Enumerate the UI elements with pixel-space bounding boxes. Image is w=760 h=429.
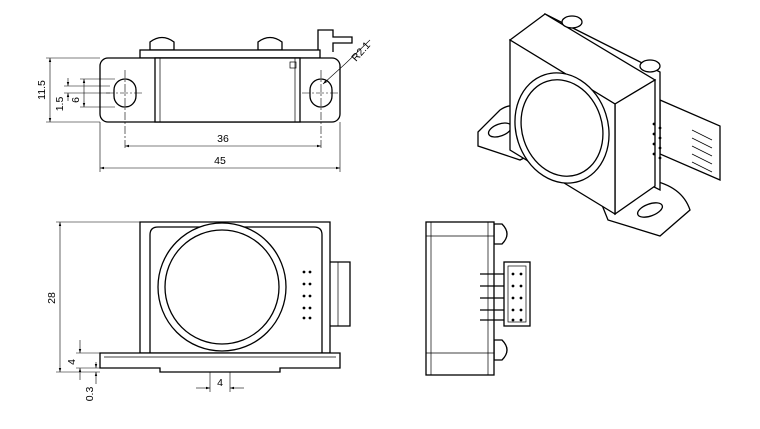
- iso-pin-dots: [652, 122, 662, 160]
- iso-sensor-window-outer: [514, 72, 610, 184]
- front-sensor-window-inner: [164, 229, 280, 345]
- dim-4-slot: 4: [217, 377, 223, 389]
- dim-36: 36: [217, 133, 229, 145]
- top-screw-left: [149, 36, 175, 51]
- side-screw-bottom: [493, 339, 508, 361]
- top-screw-right: [257, 36, 283, 51]
- front-view: 28 4 0.3 4: [46, 221, 351, 402]
- iso-hole-right: [636, 202, 664, 218]
- dim-45: 45: [214, 155, 226, 167]
- front-connector-bracket: [330, 261, 351, 327]
- top-view: 11.5 1.5 6 36 45 R2.1: [36, 29, 373, 172]
- side-body: [425, 221, 495, 376]
- dim-4-base: 4: [66, 359, 78, 365]
- dim-6: 6: [70, 97, 82, 103]
- side-connector-pins: [480, 272, 523, 322]
- dim-28: 28: [46, 292, 58, 304]
- iso-screw-top-left: [561, 15, 583, 29]
- dim-11-5: 11.5: [36, 80, 48, 100]
- dim-1-5: 1.5: [54, 97, 66, 112]
- front-sensor-window-outer: [157, 222, 287, 352]
- dim-0-3: 0.3: [84, 387, 96, 402]
- front-base-flange: [99, 352, 341, 373]
- iso-screw-top-right: [639, 59, 661, 73]
- iso-connector-pins: [691, 129, 713, 173]
- iso-connector: [659, 99, 721, 181]
- side-view: [425, 221, 531, 376]
- connector-bracket-top: [317, 29, 353, 52]
- dim-r2-1: R2.1: [349, 39, 373, 64]
- front-pin-dots: [302, 270, 312, 320]
- iso-sensor-window-inner: [520, 79, 604, 177]
- front-body-inner: [149, 226, 323, 353]
- isometric-view: [477, 12, 721, 237]
- top-central-body: [154, 57, 301, 123]
- top-body-rim: [139, 49, 321, 59]
- side-screw-top: [493, 223, 508, 245]
